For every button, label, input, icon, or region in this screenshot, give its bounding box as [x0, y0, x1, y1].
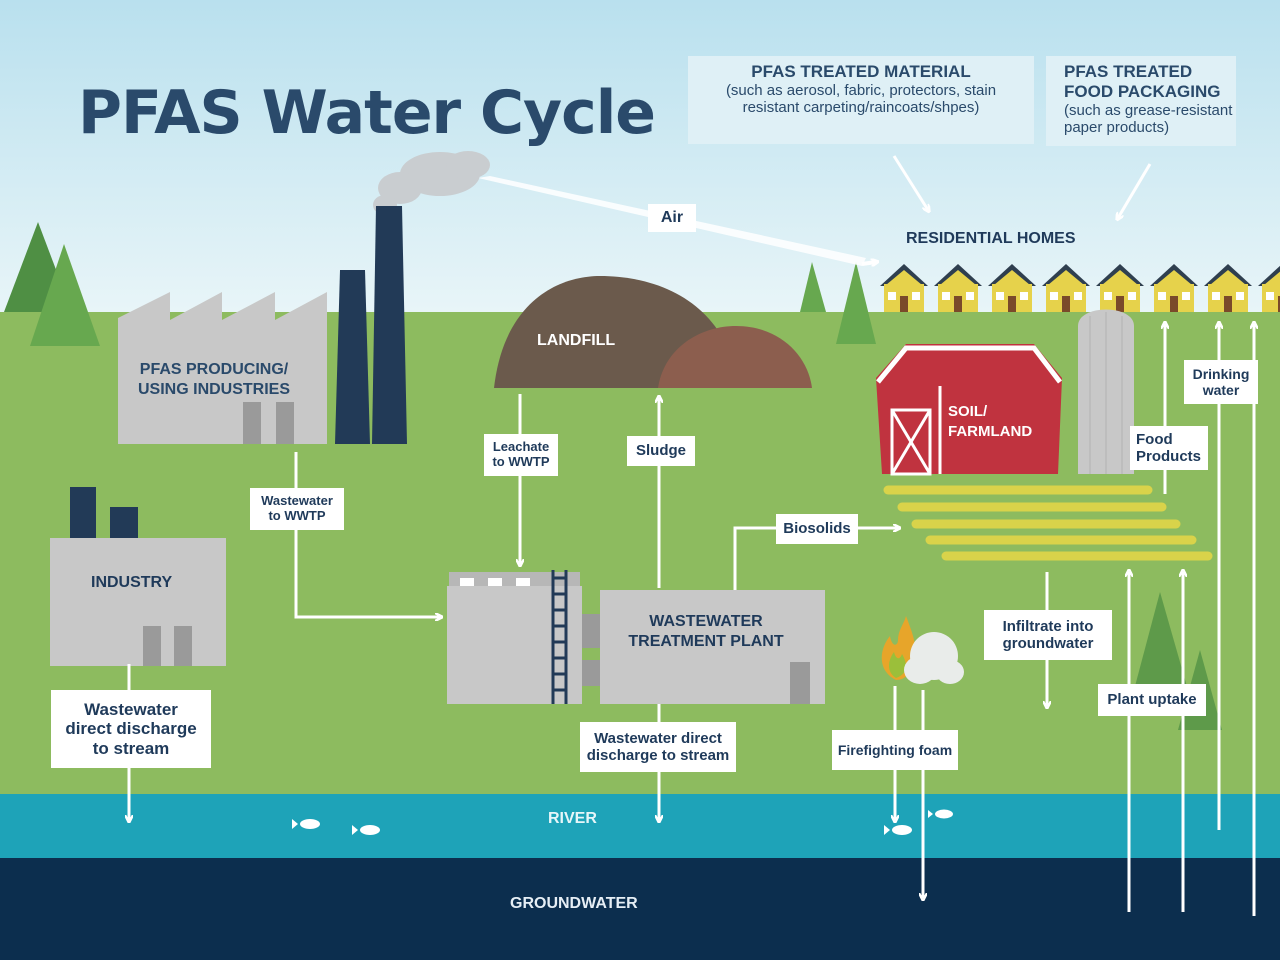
- residential-homes-label: RESIDENTIAL HOMES: [906, 230, 1076, 247]
- landfill-mound-small: [658, 326, 812, 388]
- river-band: [0, 794, 1280, 858]
- treated-material-line1: (such as aerosol, fabric, protectors, st…: [725, 82, 997, 99]
- sludge-text: Sludge: [635, 442, 686, 460]
- arrow-packaging-to-homes: [1118, 163, 1152, 218]
- industry-label: INDUSTRY: [91, 574, 173, 591]
- wwtp-discharge-line2: discharge to stream: [586, 747, 730, 764]
- industry-building: [50, 538, 226, 666]
- house-icon: [1258, 265, 1280, 312]
- wwtp-rail-posts: [460, 578, 530, 586]
- wastewater-to-wwtp-label: Wastewater to WWTP: [250, 488, 344, 530]
- barn-roof-trim: [876, 345, 1062, 384]
- wwtp-line2: TREATMENT PLANT: [628, 633, 784, 650]
- arrow-material-to-homes: [892, 155, 928, 210]
- wastewater-to-wwtp-line1: Wastewater: [261, 493, 333, 509]
- air-arrow: [861, 262, 876, 264]
- crop-rows: [883, 485, 1213, 561]
- leachate-line2: to WWTP: [492, 454, 550, 469]
- drinking-water-line2: water: [1202, 382, 1240, 398]
- industry-discharge-label: Wastewater direct discharge to stream: [51, 690, 211, 768]
- food-packaging-line2: paper products): [1064, 119, 1170, 136]
- wwtp-railing: [449, 572, 580, 586]
- groundwater-band: [0, 858, 1280, 960]
- pfas-industries-line2: USING INDUSTRIES: [138, 381, 291, 398]
- foam-cloud: [904, 632, 964, 684]
- biosolids-text: Biosolids: [783, 520, 851, 538]
- house-icon: [934, 264, 982, 312]
- barn-door: [890, 408, 932, 476]
- industry-door-2: [174, 626, 192, 666]
- pfas-factory: [118, 292, 327, 444]
- industry-door-1: [143, 626, 161, 666]
- chimney-short: [335, 270, 370, 444]
- infiltrate-line1: Infiltrate into: [1002, 617, 1094, 635]
- soil-line1: SOIL/: [948, 403, 988, 420]
- wwtp-building: [600, 590, 825, 704]
- food-packaging-line1: (such as grease-resistant: [1064, 102, 1233, 119]
- plant-uptake-label: Plant uptake: [1098, 684, 1206, 716]
- food-packaging-box: PFAS TREATED FOOD PACKAGING (such as gre…: [1046, 56, 1236, 146]
- treated-material-heading: PFAS TREATED MATERIAL: [751, 62, 971, 81]
- air-label: Air: [648, 204, 696, 232]
- industry-discharge-line1: Wastewater: [84, 699, 178, 719]
- wwtp-pipe-1: [582, 614, 600, 648]
- plant-uptake-text: Plant uptake: [1107, 691, 1197, 709]
- soil-farmland-label: SOIL/ FARMLAND: [948, 402, 1032, 442]
- wwtp-door: [790, 662, 810, 704]
- wwtp-ladder: [551, 570, 568, 704]
- house-icon: [1042, 264, 1090, 312]
- industry-discharge-line3: to stream: [92, 738, 170, 758]
- wwtp-discharge-line1: Wastewater direct: [594, 729, 722, 747]
- chimney-tall: [372, 206, 407, 444]
- infiltrate-line2: groundwater: [1002, 635, 1094, 652]
- sky: [0, 0, 1280, 312]
- pfas-industries-line1: PFAS PRODUCING/: [139, 361, 289, 378]
- air-text: Air: [660, 208, 684, 226]
- firefighting-foam-text: Firefighting foam: [837, 741, 953, 758]
- drinking-water-label: Drinking water: [1184, 360, 1258, 404]
- factory-door-1: [243, 402, 261, 444]
- sludge-label: Sludge: [627, 436, 695, 466]
- food-products-line2: Products: [1136, 448, 1202, 465]
- house-icon: [880, 264, 928, 312]
- wastewater-to-wwtp-line2: to WWTP: [268, 508, 326, 523]
- wwtp-pipe-2: [582, 660, 600, 686]
- house-icon: [1150, 264, 1198, 312]
- food-products-line1: Food: [1136, 430, 1173, 448]
- wwtp-label: WASTEWATER TREATMENT PLANT: [608, 612, 804, 652]
- river-label: RIVER: [548, 810, 597, 827]
- firefighting-foam-label: Firefighting foam: [832, 730, 958, 770]
- industry-chimney-1: [70, 487, 96, 539]
- treated-material-line2: resistant carpeting/raincoats/shpes): [742, 99, 980, 116]
- page-title: PFAS Water Cycle: [78, 78, 656, 148]
- infiltrate-label: Infiltrate into groundwater: [984, 610, 1112, 660]
- factory-door-2: [276, 402, 294, 444]
- house-icon: [1096, 264, 1144, 312]
- food-packaging-heading2: FOOD PACKAGING: [1064, 82, 1221, 101]
- soil-line2: FARMLAND: [948, 423, 1033, 440]
- house-icon: [988, 264, 1036, 312]
- landfill-label: LANDFILL: [537, 332, 616, 349]
- industry-discharge-line2: direct discharge: [65, 719, 197, 739]
- barn: [876, 344, 1062, 474]
- groundwater-label: GROUNDWATER: [510, 895, 638, 912]
- house-icon: [1204, 264, 1252, 312]
- fish-icons: [292, 809, 953, 835]
- wwtp-discharge-label: Wastewater direct discharge to stream: [580, 722, 736, 772]
- food-packaging-heading1: PFAS TREATED: [1064, 62, 1193, 81]
- biosolids-label: Biosolids: [776, 514, 858, 544]
- wwtp-line1: WASTEWATER: [649, 613, 763, 630]
- food-products-label: Food Products: [1130, 426, 1208, 470]
- leachate-label: Leachate to WWTP: [484, 434, 558, 476]
- drinking-water-line1: Drinking: [1192, 365, 1250, 382]
- wwtp-tank: [447, 586, 582, 704]
- pfas-industries-label: PFAS PRODUCING/ USING INDUSTRIES: [138, 360, 290, 400]
- treated-material-box: PFAS TREATED MATERIAL (such as aerosol, …: [688, 56, 1034, 144]
- residential-homes: [880, 264, 1280, 312]
- industry-chimney-2: [110, 507, 138, 539]
- leachate-line1: Leachate: [492, 439, 550, 455]
